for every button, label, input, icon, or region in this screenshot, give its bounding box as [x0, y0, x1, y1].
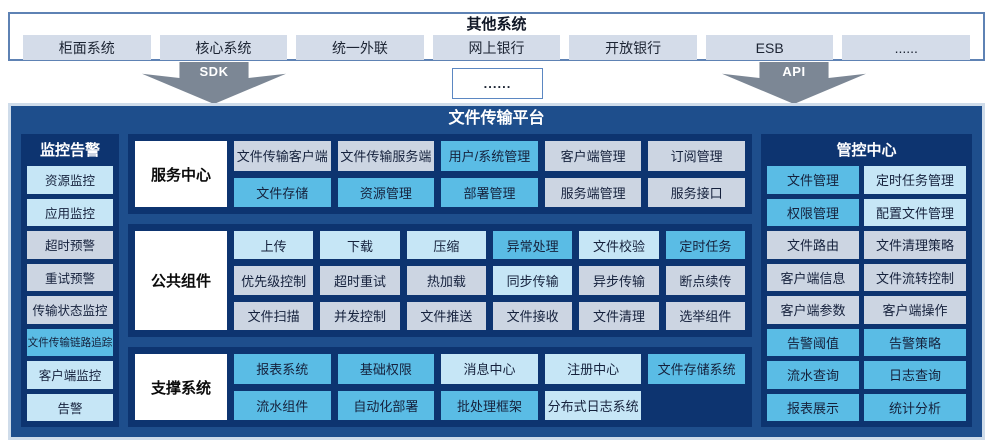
support-systems-block: 支撑系统 报表系统 基础权限 消息中心 注册中心 文件存储系统 流水组件 自动化… [128, 347, 752, 427]
control-item: 日志查询 [864, 361, 966, 389]
service-center-block: 服务中心 文件传输客户端 文件传输服务端 用户/系统管理 客户端管理 订阅管理 … [128, 134, 752, 214]
api-down-arrow-icon: API [722, 62, 866, 104]
control-item: 告警策略 [864, 328, 966, 356]
sdk-label: SDK [199, 64, 229, 79]
file-transfer-platform: 文件传输平台 监控告警 资源监控 应用监控 超时预警 重试预警 传输状态监控 文… [8, 103, 985, 440]
cell: 文件接收 [493, 301, 573, 330]
control-item: 文件清理策略 [864, 231, 966, 259]
cell: 流水组件 [234, 390, 331, 420]
cell: 压缩 [406, 231, 486, 260]
cell: 分布式日志系统 [544, 390, 642, 420]
system-box-ellipsis: ...... [842, 35, 971, 60]
control-item: 客户端操作 [864, 296, 966, 324]
empty-cell [648, 391, 745, 421]
support-systems-label: 支撑系统 [135, 354, 227, 420]
control-panel-grid: 文件管理 定时任务管理 权限管理 配置文件管理 文件路由 文件清理策略 客户端信… [767, 166, 966, 421]
cell: 订阅管理 [648, 141, 745, 171]
common-components-block: 公共组件 上传 下载 压缩 异常处理 文件校验 定时任务 优先级控制 超时重试 … [128, 224, 752, 337]
cell: 用户/系统管理 [441, 141, 538, 171]
system-box-online-banking: 网上银行 [432, 35, 561, 60]
cell: 消息中心 [441, 354, 538, 384]
cell: 批处理框架 [441, 390, 538, 420]
cell: 异步传输 [579, 266, 659, 295]
control-item: 权限管理 [767, 198, 859, 226]
control-item: 统计分析 [864, 393, 966, 421]
cell: 报表系统 [234, 354, 331, 384]
system-box-unified-external: 统一外联 [296, 35, 424, 60]
cell: 异常处理 [493, 231, 573, 260]
cell: 文件校验 [579, 231, 659, 260]
platform-title: 文件传输平台 [448, 110, 545, 127]
cell: 下载 [320, 231, 400, 260]
sdk-down-arrow-icon: SDK [142, 62, 286, 104]
monitor-item: 传输状态监控 [27, 296, 113, 324]
cell: 文件存储系统 [648, 354, 745, 384]
cell: 自动化部署 [337, 390, 435, 420]
cell: 服务端管理 [544, 177, 642, 207]
monitor-item: 告警 [27, 393, 113, 421]
cell: 服务接口 [648, 177, 745, 207]
monitor-item: 资源监控 [27, 166, 113, 194]
system-box-core: 核心系统 [159, 35, 288, 60]
cell: 基础权限 [337, 354, 435, 384]
control-center-panel: 管控中心 文件管理 定时任务管理 权限管理 配置文件管理 文件路由 文件清理策略… [761, 134, 972, 427]
control-item: 客户端参数 [767, 296, 859, 324]
common-components-label: 公共组件 [135, 231, 227, 330]
service-center-grid: 文件传输客户端 文件传输服务端 用户/系统管理 客户端管理 订阅管理 文件存储 … [234, 141, 745, 207]
service-center-label: 服务中心 [135, 141, 227, 207]
other-systems-row: 柜面系统 核心系统 统一外联 网上银行 开放银行 ESB ...... [10, 34, 983, 60]
cell: 选举组件 [665, 301, 745, 330]
support-systems-grid: 报表系统 基础权限 消息中心 注册中心 文件存储系统 流水组件 自动化部署 批处… [234, 354, 745, 420]
middle-ellipsis-box: ...... [452, 68, 543, 99]
monitor-item: 客户端监控 [27, 361, 113, 389]
system-box-counter: 柜面系统 [23, 35, 151, 60]
cell: 定时任务 [665, 231, 745, 260]
cell: 优先级控制 [234, 266, 314, 295]
common-components-grid: 上传 下载 压缩 异常处理 文件校验 定时任务 优先级控制 超时重试 热加载 同… [234, 231, 745, 330]
cell: 同步传输 [493, 266, 573, 295]
api-label: API [782, 64, 806, 79]
other-systems-panel: 其他系统 柜面系统 核心系统 统一外联 网上银行 开放银行 ESB ...... [8, 12, 985, 61]
control-item: 报表展示 [767, 393, 859, 421]
control-item: 配置文件管理 [864, 198, 966, 226]
control-item: 告警阈值 [767, 328, 859, 356]
monitor-item: 应用监控 [27, 198, 113, 226]
cell: 并发控制 [320, 301, 400, 330]
cell: 文件传输服务端 [337, 141, 435, 171]
cell: 文件传输客户端 [234, 141, 331, 171]
control-item: 文件路由 [767, 231, 859, 259]
monitor-alert-panel: 监控告警 资源监控 应用监控 超时预警 重试预警 传输状态监控 文件传输链路追踪… [21, 134, 119, 427]
cell: 断点续传 [665, 266, 745, 295]
monitor-item: 文件传输链路追踪 [27, 328, 113, 356]
cell: 文件存储 [234, 177, 331, 207]
cell: 热加载 [406, 266, 486, 295]
control-item: 流水查询 [767, 361, 859, 389]
platform-center-column: 服务中心 文件传输客户端 文件传输服务端 用户/系统管理 客户端管理 订阅管理 … [128, 134, 752, 427]
cell: 文件扫描 [234, 301, 314, 330]
cell: 上传 [234, 231, 314, 260]
control-item: 定时任务管理 [864, 166, 966, 194]
monitor-item: 重试预警 [27, 263, 113, 291]
control-item: 文件管理 [767, 166, 859, 194]
platform-body: 监控告警 资源监控 应用监控 超时预警 重试预警 传输状态监控 文件传输链路追踪… [11, 132, 982, 437]
monitor-item: 超时预警 [27, 231, 113, 259]
cell: 文件清理 [579, 301, 659, 330]
connector-zone: SDK ...... API [0, 61, 993, 104]
cell: 超时重试 [320, 266, 400, 295]
control-panel-title: 管控中心 [836, 142, 897, 159]
cell: 客户端管理 [544, 141, 642, 171]
cell: 资源管理 [337, 177, 435, 207]
cell: 部署管理 [441, 177, 538, 207]
monitor-panel-title: 监控告警 [39, 142, 100, 159]
cell: 注册中心 [544, 354, 642, 384]
cell: 文件推送 [406, 301, 486, 330]
control-item: 客户端信息 [767, 263, 859, 291]
system-box-esb: ESB [705, 35, 834, 60]
control-item: 文件流转控制 [864, 263, 966, 291]
other-systems-title: 其他系统 [466, 16, 527, 33]
system-box-open-banking: 开放银行 [569, 35, 697, 60]
